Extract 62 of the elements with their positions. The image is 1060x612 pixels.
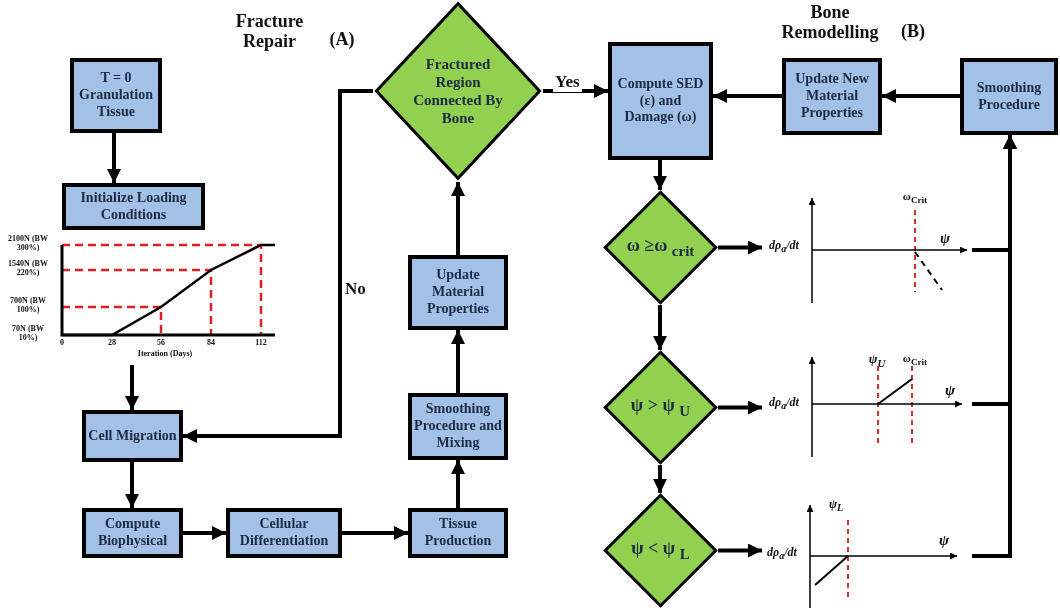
process-box: Smoothing Procedure [960, 58, 1058, 135]
arrow [451, 460, 465, 508]
axis-label: dρ$_{a}$/dt [768, 396, 800, 412]
arrow [882, 89, 960, 103]
axis-tick-label: 84 [206, 339, 216, 348]
arrow [183, 89, 373, 443]
arrow [183, 526, 226, 540]
decision-diamond [603, 493, 718, 608]
process-box: Update Material Properties [408, 255, 508, 330]
arrow [713, 89, 782, 103]
axis-label: dρ$_{a}$/dt [766, 546, 798, 562]
arrow [718, 240, 762, 255]
arrow [107, 133, 121, 183]
process-box: Update New Material Properties [782, 58, 882, 135]
arrow [342, 526, 408, 540]
edge-label: Yes [553, 73, 582, 92]
arrow [718, 400, 762, 415]
axis-title: Iteration (Days) [136, 350, 194, 359]
decision-text: ω ≥ω $_{crit}$ [626, 235, 695, 260]
process-box: Tissue Production [408, 508, 508, 558]
process-box: Compute Biophysical [82, 508, 183, 558]
process-box: T = 0 Granulation Tissue [70, 58, 162, 133]
arrow [125, 365, 139, 410]
arrow [451, 182, 465, 255]
axis-tick-label: 0 [59, 339, 65, 348]
axis-tick-label: 28 [107, 339, 117, 348]
decision-text: ψ > ψ $_{U}$ [630, 395, 691, 420]
process-box: Cell Migration [82, 410, 183, 462]
axis-label: ψ [938, 532, 950, 549]
threshold-label: ψ$_{U}$ [867, 352, 887, 370]
process-box: Cellular Differentiation [226, 508, 342, 558]
process-box: Compute SED (ε) and Damage (ω) [608, 42, 713, 160]
decision-diamond [373, 0, 543, 182]
threshold-label: ω$_{Crit}$ [901, 352, 929, 368]
axis-label: dρ$_{a}$/dt [768, 239, 800, 255]
axis-tick-label: 700N (BW 100%) [9, 297, 47, 315]
decision-diamond [603, 190, 718, 305]
process-box: Smoothing Procedure and Mixing [408, 393, 508, 460]
arrow [718, 543, 762, 558]
threshold-label: ω$_{Crit}$ [901, 190, 929, 206]
arrow [653, 465, 667, 493]
section-heading: Bone Remodelling [780, 3, 880, 43]
decision-text: ψ < ψ $_{L}$ [631, 538, 690, 563]
axis-tick-label: 2100N (BW 300%) [7, 235, 49, 253]
axis-tick-label: 70N (BW 10%) [11, 325, 45, 343]
process-box: Initialize Loading Conditions [62, 183, 205, 230]
panel-label: (B) [900, 22, 926, 42]
arrow [653, 160, 667, 190]
arrow [653, 305, 667, 350]
decision-diamond [603, 350, 718, 465]
section-heading: Fracture Repair [234, 12, 305, 52]
axis-label: ψ [944, 382, 956, 399]
threshold-label: ψ$_{L}$ [827, 498, 845, 514]
axis-tick-label: 112 [254, 339, 268, 348]
arrow [125, 462, 139, 508]
decision-text: Fractured Region Connected By Bone [412, 55, 504, 127]
axis-tick-label: 56 [156, 339, 166, 348]
arrow [451, 330, 465, 393]
arrow [543, 84, 608, 98]
axis-tick-label: 1540N (BW 220%) [7, 260, 49, 278]
axis-label: ψ [939, 230, 951, 247]
panel-label: (A) [328, 30, 356, 50]
